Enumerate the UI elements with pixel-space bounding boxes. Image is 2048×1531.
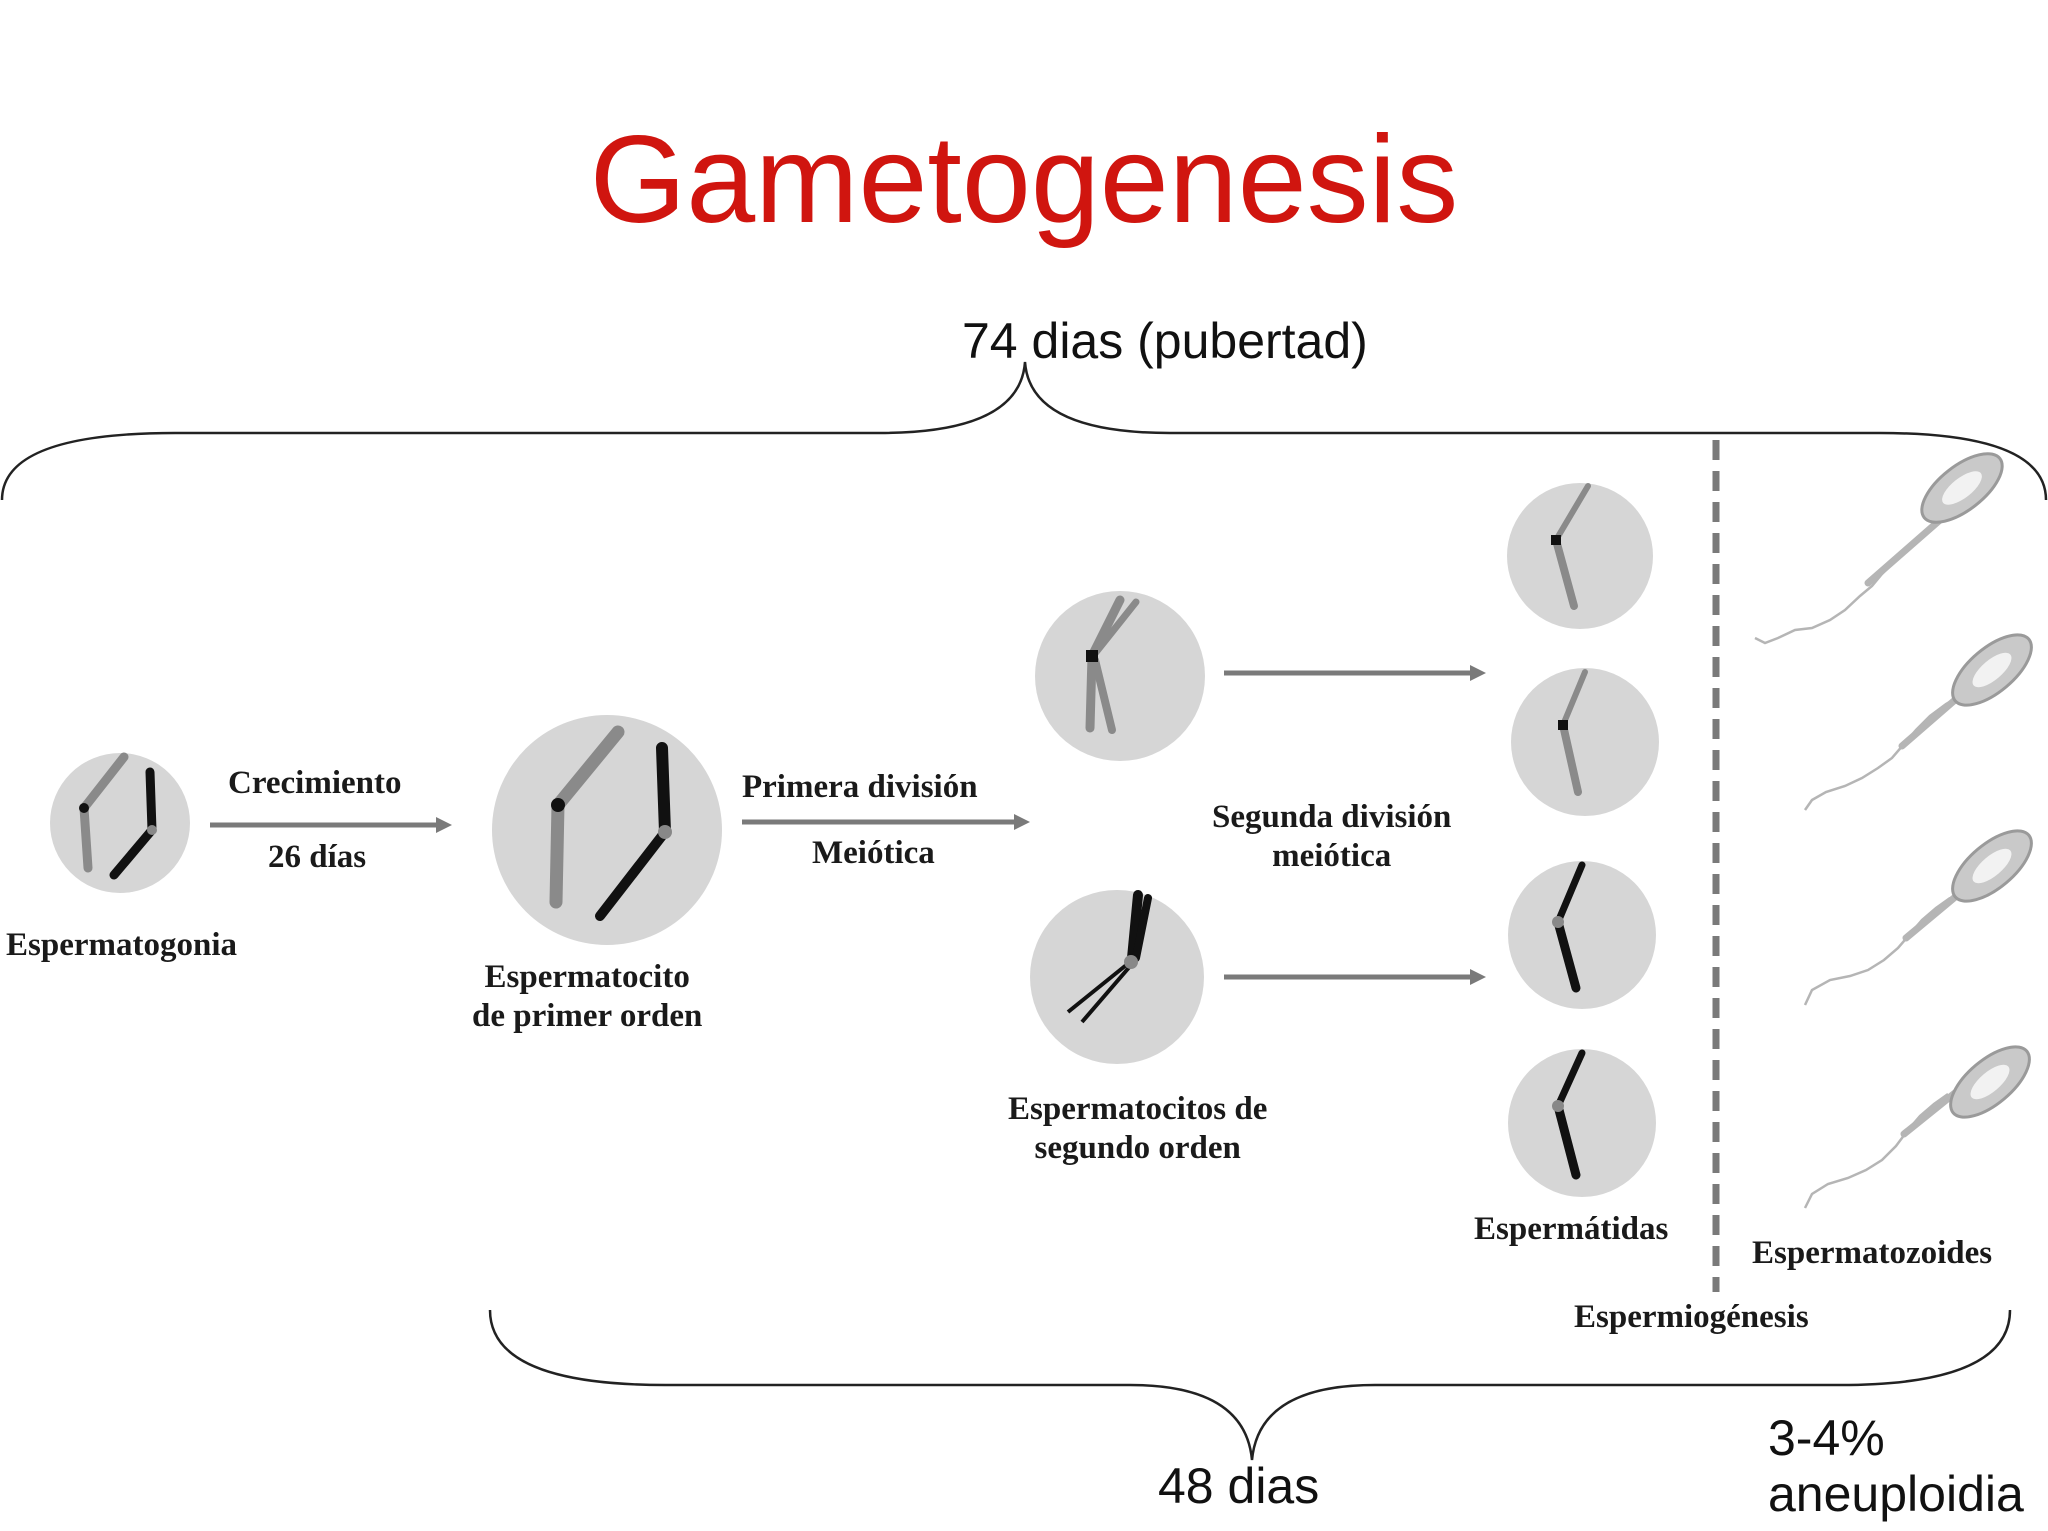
aneuploidy-label: aneuploidia [1768, 1466, 2024, 1522]
bottom-brace [488, 1309, 2012, 1461]
label-spermatozoa: Espermatozoides [1752, 1235, 1993, 1271]
label-primary-spermatocyte: Espermatocito de primer orden [472, 958, 702, 1036]
top-brace [0, 361, 2048, 501]
second-division-line2: meiótica [1272, 837, 1392, 874]
spermatozoon-4 [1803, 1045, 2031, 1209]
arrow-growth-top-label: Crecimiento [228, 765, 402, 801]
label-secondary-spermatocytes: Espermatocitos de segundo orden [1008, 1090, 1267, 1168]
aneuploidy-note: 3-4% aneuploidia [1768, 1410, 2024, 1522]
spermatogonia-cell [50, 752, 190, 893]
spermatid-cell-3 [1508, 861, 1656, 1009]
arrow-first-division-bottom-label: Meiótica [812, 835, 935, 871]
label-secondary-line1: Espermatocitos de [1008, 1091, 1268, 1127]
spermatid-cell-2 [1511, 668, 1659, 816]
arrow-first-division-top-label: Primera división [742, 769, 978, 805]
spermatid-cell-1 [1507, 483, 1653, 629]
arrow-second-division-lower [1224, 969, 1486, 985]
second-division-label: Segunda división meiótica [1212, 798, 1451, 876]
arrow-growth-bottom-label: 26 días [268, 839, 367, 875]
aneuploidy-percent: 3-4% [1768, 1410, 1885, 1466]
label-secondary-line2: segundo orden [1034, 1129, 1241, 1166]
top-brace-label: 74 dias (pubertad) [962, 313, 1368, 369]
arrow-second-division-upper [1224, 665, 1486, 681]
spermatozoon-1 [1754, 452, 2004, 645]
bottom-brace-label: 48 dias [1158, 1458, 1320, 1514]
label-primary-line2: de primer orden [472, 997, 703, 1034]
label-spermatogonia: Espermatogonia [6, 927, 237, 963]
label-spermiogenesis: Espermiogénesis [1574, 1299, 1809, 1335]
label-spermatids: Espermátidas [1474, 1211, 1669, 1247]
spermatozoon-3 [1803, 829, 2033, 1006]
secondary-spermatocyte-cell-lower [1030, 890, 1204, 1064]
spermatid-cell-4 [1508, 1049, 1656, 1197]
label-primary-line1: Espermatocito [484, 959, 690, 995]
spermatozoon-2 [1803, 633, 2033, 811]
second-division-line1: Segunda división [1212, 799, 1452, 835]
primary-spermatocyte-cell [492, 715, 722, 945]
secondary-spermatocyte-cell-upper [1035, 591, 1205, 761]
arrow-growth [210, 817, 452, 833]
arrow-first-division [742, 814, 1030, 830]
page-title: Gametogenesis [589, 111, 1459, 249]
